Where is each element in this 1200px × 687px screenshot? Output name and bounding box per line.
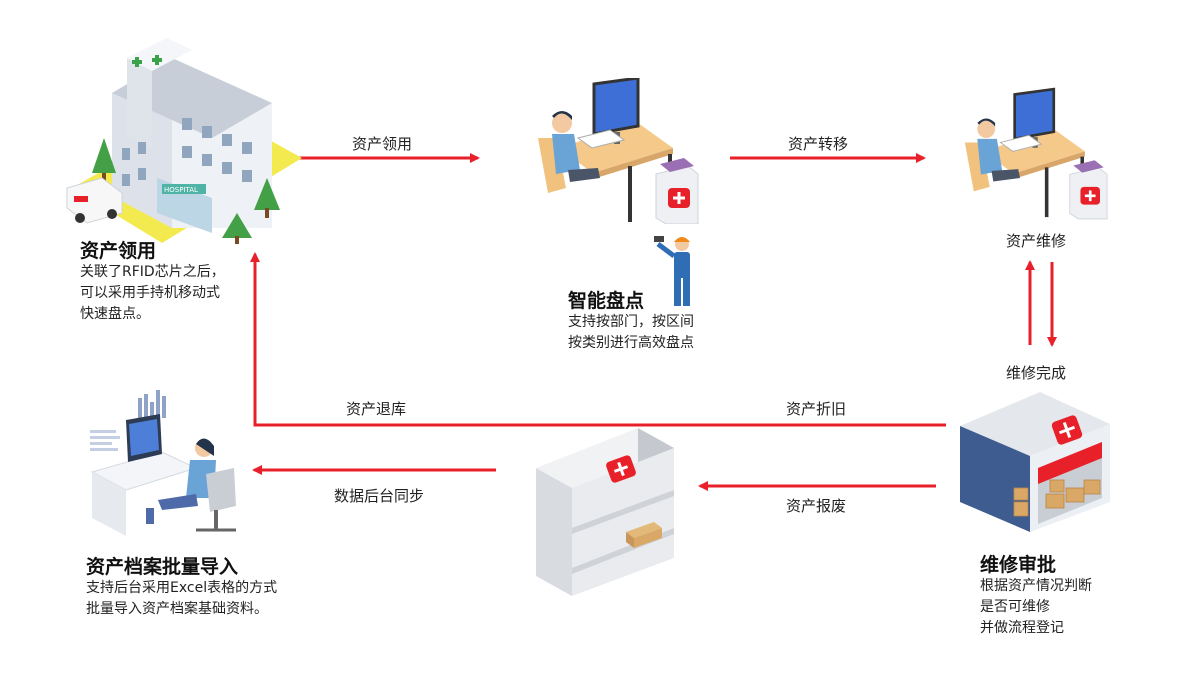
- edge-label-return: 资产退库: [346, 400, 407, 418]
- desc-line: 批量导入资产档案基础资料。: [86, 601, 268, 617]
- desc-line: 快速盘点。: [80, 306, 150, 322]
- node-title-asset-use: 资产领用: [80, 240, 157, 262]
- node-desc-repair-approval: 根据资产情况判断 是否可维修 并做流程登记: [980, 576, 1092, 639]
- svg-text:HOSPITAL: HOSPITAL: [164, 186, 198, 194]
- edge-label-depreciation: 资产折旧: [786, 400, 847, 418]
- node-title-repair-approval: 维修审批: [980, 554, 1057, 576]
- desc-line: 可以采用手持机移动式: [80, 285, 220, 301]
- edge-label-sync: 数据后台同步: [334, 487, 425, 505]
- desc-line: 关联了RFID芯片之后，: [80, 264, 225, 280]
- edge-label-use: 资产领用: [352, 135, 413, 153]
- computer-user-icon: [90, 390, 236, 536]
- desc-line: 支持按部门，按区间: [568, 314, 694, 330]
- edge-label-scrap: 资产报废: [786, 497, 847, 515]
- desc-line: 并做流程登记: [980, 620, 1064, 636]
- desc-line: 支持后台采用Excel表格的方式: [86, 580, 278, 596]
- cabinet-icon: [655, 158, 699, 224]
- desc-line: 根据资产情况判断: [980, 578, 1092, 594]
- desc-line: 按类别进行高效盘点: [568, 335, 694, 351]
- arrow-return: [250, 252, 946, 427]
- storage-shelf-icon: [536, 428, 674, 596]
- office-desk-worker-icon: [964, 87, 1108, 220]
- hospital-building-icon: HOSPITAL: [66, 38, 302, 244]
- node-desc-asset-use: 关联了RFID芯片之后， 可以采用手持机移动式 快速盘点。: [80, 262, 225, 325]
- node-title-batch-import: 资产档案批量导入: [86, 556, 239, 578]
- node-desc-smart-inventory: 支持按部门，按区间 按类别进行高效盘点: [568, 312, 694, 354]
- node-caption-asset-repair: 资产维修: [1006, 232, 1067, 250]
- node-title-smart-inventory: 智能盘点: [568, 290, 645, 312]
- cabinet-icon: [1069, 160, 1108, 220]
- desc-line: 是否可维修: [980, 599, 1050, 615]
- warehouse-icon: [960, 392, 1110, 532]
- edge-label-transfer: 资产转移: [788, 135, 849, 153]
- technician-icon: [654, 236, 690, 306]
- office-desk-worker-icon: [538, 78, 699, 224]
- node-desc-batch-import: 支持后台采用Excel表格的方式 批量导入资产档案基础资料。: [86, 578, 277, 620]
- ambulance-icon: [66, 177, 123, 224]
- edge-label-repair-done: 维修完成: [1006, 364, 1067, 382]
